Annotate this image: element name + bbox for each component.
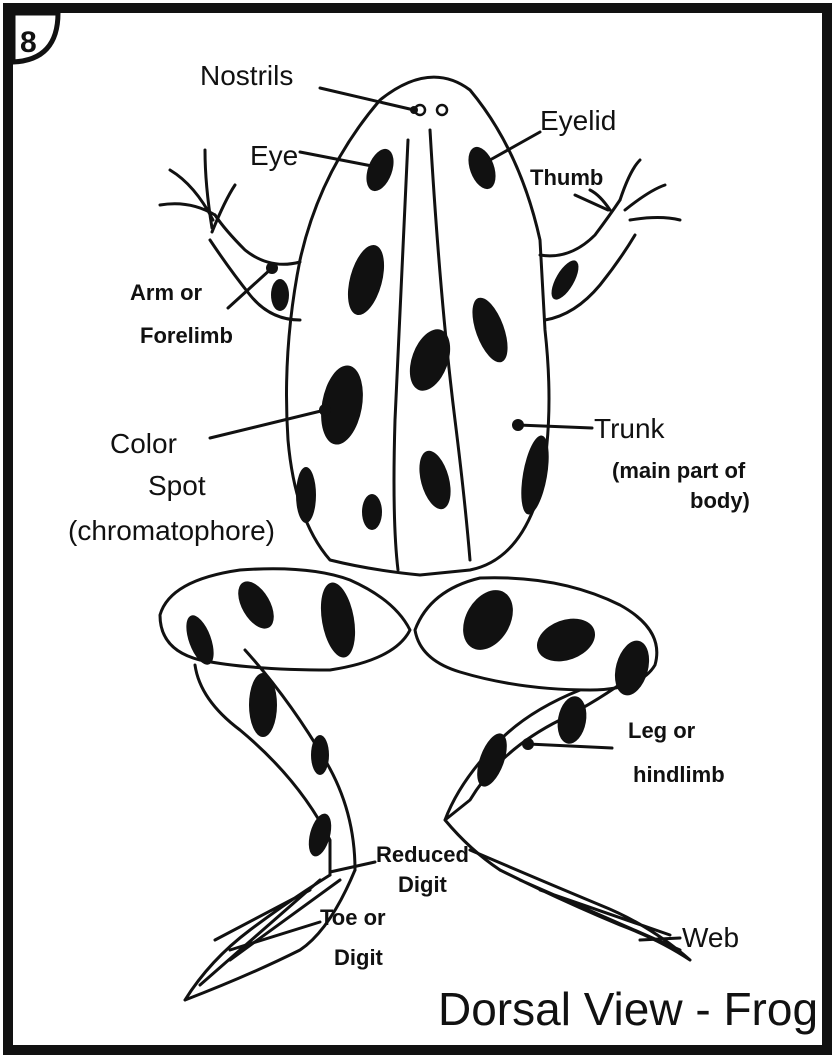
label-toe-2: Digit <box>334 945 384 970</box>
spot <box>249 673 277 737</box>
label-arm-1: Arm or <box>130 280 203 305</box>
label-toe-1: Toe or <box>320 905 386 930</box>
label-color-1: Color <box>110 428 177 459</box>
label-trunk-note-2: body) <box>690 488 750 513</box>
page-number: 8 <box>20 26 37 59</box>
label-trunk-note-1: (main part of <box>612 458 746 483</box>
dot-arm <box>266 262 278 274</box>
label-color-2: Spot <box>148 470 206 501</box>
spot <box>311 735 329 775</box>
label-reduced-2: Digit <box>398 872 448 897</box>
label-leg-2: hindlimb <box>633 762 725 787</box>
label-eyelid: Eyelid <box>540 105 616 136</box>
dot-leg <box>522 738 534 750</box>
leader-web <box>640 938 680 940</box>
label-leg-1: Leg or <box>628 718 696 743</box>
spot <box>362 494 382 530</box>
label-trunk: Trunk <box>594 413 666 444</box>
dot-trunk <box>512 419 524 431</box>
label-arm-2: Forelimb <box>140 323 233 348</box>
label-reduced-1: Reduced <box>376 842 469 867</box>
spot <box>271 279 289 311</box>
label-web: Web <box>682 922 739 953</box>
label-nostrils: Nostrils <box>200 60 293 91</box>
label-color-3: (chromatophore) <box>68 515 275 546</box>
spot <box>296 467 316 523</box>
label-eye: Eye <box>250 140 298 171</box>
label-thumb: Thumb <box>530 165 603 190</box>
diagram-title: Dorsal View - Frog <box>438 983 818 1035</box>
dot-color <box>319 404 331 416</box>
dot-nostril <box>410 106 418 114</box>
